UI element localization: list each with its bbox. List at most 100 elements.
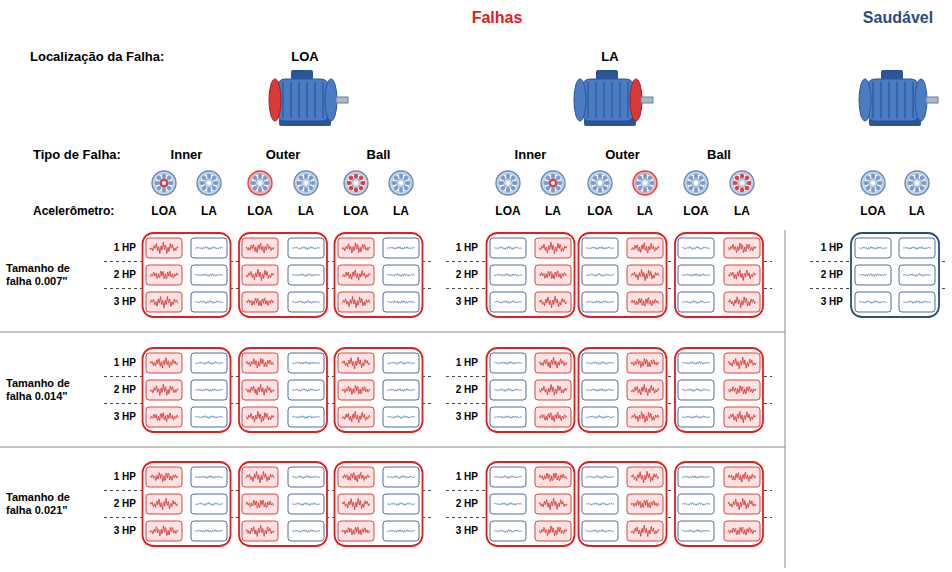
fault-signal (535, 238, 571, 258)
normal-signal (490, 407, 526, 427)
vibration-trace (342, 296, 370, 307)
bearing-icon (684, 171, 708, 195)
normal-signal (678, 292, 714, 312)
vibration-trace (631, 471, 659, 483)
vibration-trace (682, 362, 710, 365)
accelerometer-label: LOA (343, 205, 368, 219)
vibration-trace (631, 525, 659, 537)
vibration-trace (292, 503, 320, 506)
healthy-heading: Saudável (863, 9, 933, 27)
fault-signal (724, 521, 760, 541)
fault-type-label: Outer (266, 148, 301, 163)
load-label: 3 HP (456, 525, 478, 537)
separator-line (0, 447, 785, 448)
vibration-trace (631, 269, 659, 280)
vibration-trace (292, 476, 320, 479)
normal-signal (383, 380, 419, 400)
load-label: 1 HP (456, 357, 478, 369)
fault-signal (242, 380, 278, 400)
fault-type-label: Inner (171, 148, 203, 163)
normal-signal (855, 292, 891, 312)
normal-signal (383, 494, 419, 514)
fault-signal (146, 238, 182, 258)
normal-signal (191, 467, 227, 487)
vibration-trace (342, 472, 370, 481)
normal-signal (678, 407, 714, 427)
normal-signal (678, 494, 714, 514)
vibration-trace (539, 271, 567, 279)
accelerometer-label: LOA (495, 205, 520, 219)
vibration-trace (586, 389, 614, 391)
vibration-trace (292, 274, 320, 277)
vibration-trace (586, 301, 614, 303)
normal-signal (899, 238, 935, 258)
group-frame (579, 233, 667, 317)
normal-signal (678, 265, 714, 285)
vibration-trace (539, 412, 567, 421)
vibration-trace (387, 389, 415, 391)
fault-signal (242, 521, 278, 541)
vibration-trace (682, 530, 710, 533)
normal-signal (490, 494, 526, 514)
group-frame (143, 462, 231, 546)
fault-signal (338, 238, 374, 258)
normal-signal (383, 265, 419, 285)
fault-signal (535, 292, 571, 312)
vibration-trace (539, 498, 567, 509)
fault-signal (338, 521, 374, 541)
fault-signal (724, 407, 760, 427)
group-frame (487, 462, 575, 546)
load-label: 1 HP (821, 242, 843, 254)
vibration-trace (682, 503, 710, 506)
load-label: 1 HP (456, 471, 478, 483)
bearing-icon (905, 171, 929, 195)
vibration-trace (387, 503, 415, 506)
vibration-trace (342, 357, 370, 369)
vibration-trace (150, 384, 178, 395)
fault-signal (724, 265, 760, 285)
fault-signal (242, 467, 278, 487)
vibration-trace (539, 296, 567, 308)
group-frame (675, 233, 763, 317)
fault-signal (338, 292, 374, 312)
vibration-trace (682, 416, 710, 419)
accelerometer-label: LOA (587, 205, 612, 219)
normal-signal (582, 407, 618, 427)
group-frame (579, 348, 667, 432)
fault-signal (724, 494, 760, 514)
fault-signal (724, 292, 760, 312)
normal-signal (582, 380, 618, 400)
fault-signal (146, 521, 182, 541)
vibration-trace (586, 362, 614, 365)
fault-signal (146, 407, 182, 427)
group-frame (239, 348, 327, 432)
fault-type-label: Ball (367, 148, 391, 163)
fault-signal (627, 494, 663, 514)
fault-signal (338, 380, 374, 400)
vibration-trace (903, 273, 931, 276)
vibration-trace (682, 389, 710, 392)
normal-signal (383, 407, 419, 427)
fault-signal (724, 353, 760, 373)
vibration-trace (539, 242, 567, 254)
load-label: 3 HP (114, 411, 136, 423)
vibration-trace (195, 476, 223, 478)
bearing-icon (294, 171, 318, 195)
vibration-trace (246, 298, 274, 306)
fault-signal (535, 407, 571, 427)
accelerometer-label: LOA (151, 205, 176, 219)
fault-signal (242, 265, 278, 285)
load-label: 3 HP (821, 296, 843, 308)
normal-signal (582, 238, 618, 258)
vibration-trace (494, 362, 522, 364)
normal-signal (490, 380, 526, 400)
vibration-trace (586, 530, 614, 533)
bearing-icon (496, 171, 520, 195)
vibration-trace (539, 473, 567, 481)
vibration-trace (342, 385, 370, 394)
fault-signal (724, 380, 760, 400)
fault-signal (146, 292, 182, 312)
vibration-trace (539, 526, 567, 536)
normal-signal (899, 265, 935, 285)
vibration-trace (387, 415, 415, 418)
